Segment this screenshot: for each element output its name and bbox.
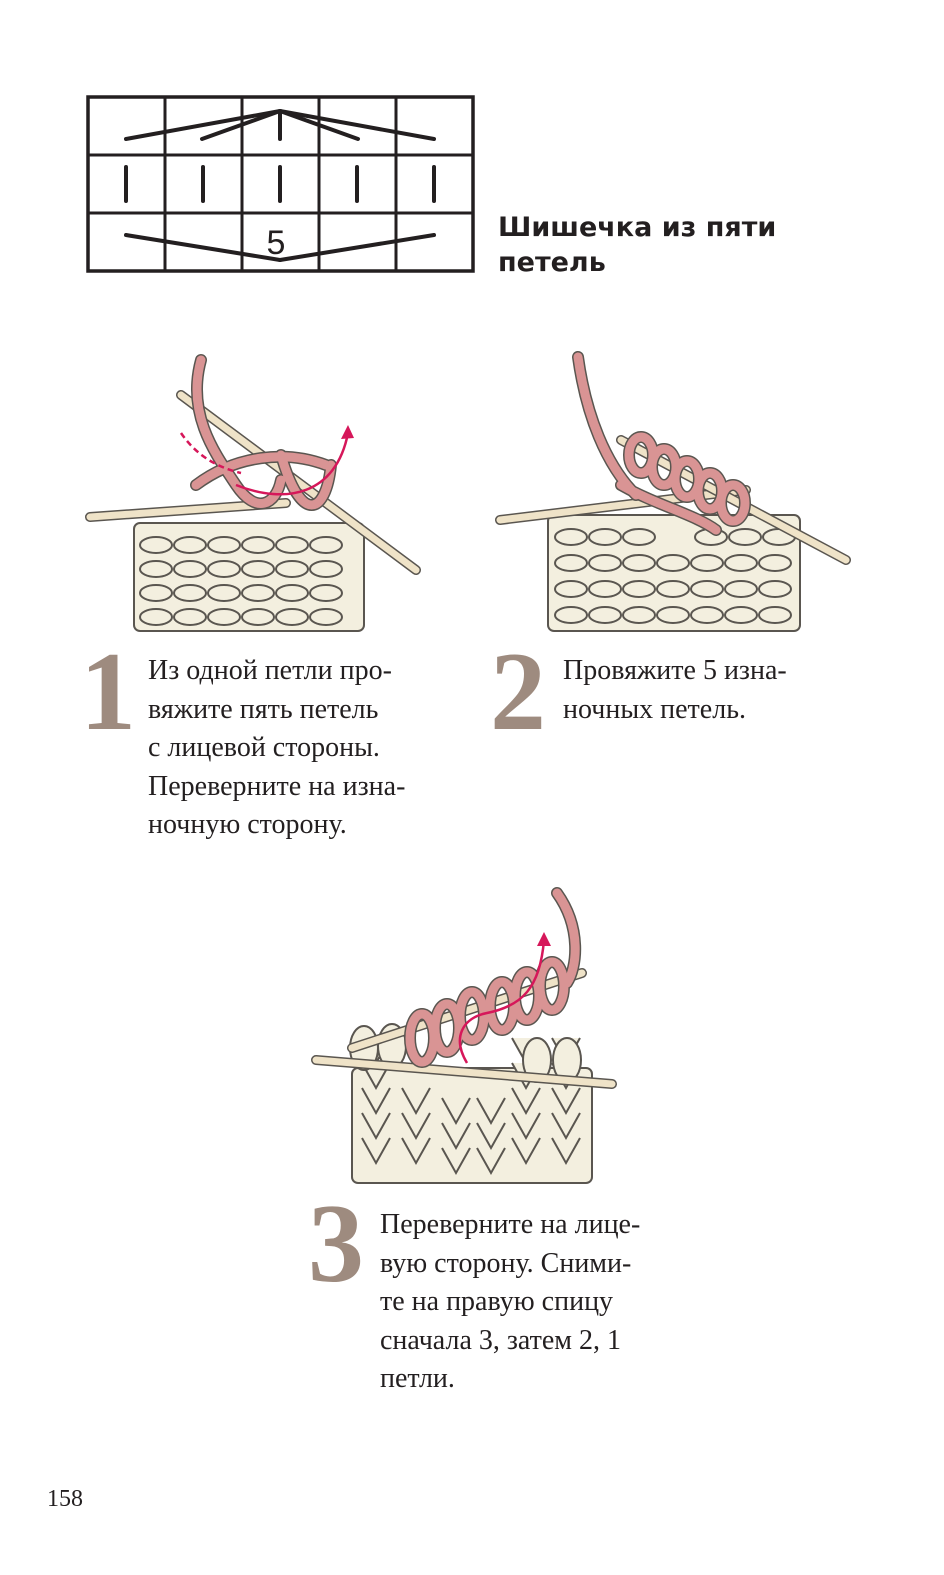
step-3-line: Переверните на лице-: [380, 1209, 641, 1240]
step-3-line: петли.: [380, 1363, 455, 1394]
step-3-illustration: [311, 887, 617, 1184]
page-title-line: Шишечка из пяти: [498, 212, 777, 243]
step-1-line: Из одной петли про-: [148, 655, 392, 686]
step-1-text: Из одной петли про- вяжите пять петель с…: [148, 652, 405, 845]
step-2-text: Провяжите 5 изна- ночных петель.: [563, 652, 787, 729]
step-1-line: ночную сторону.: [148, 809, 347, 840]
knitting-chart-grid: 5: [86, 95, 475, 273]
page-title-line: петель: [498, 247, 606, 278]
step-2-illustration: [495, 351, 851, 632]
page-title: Шишечка из пяти петель: [498, 210, 818, 280]
step-3-line: те на правую спицу: [380, 1286, 614, 1317]
step-2-line: Провяжите 5 изна-: [563, 655, 787, 686]
step-1-number: 1: [80, 630, 136, 754]
page-number: 158: [47, 1486, 83, 1512]
step-3-line: вую сторону. Сними-: [380, 1247, 632, 1279]
step-3-number: 3: [308, 1182, 364, 1306]
step-1-line: с лицевой стороны.: [148, 732, 380, 763]
step-1-line: вяжите пять петель: [148, 693, 379, 725]
step-1-illustration: [85, 354, 421, 632]
step-1-line: Переверните на изна-: [148, 770, 406, 802]
step-2-number: 2: [490, 630, 546, 754]
chart-symbol-number: 5: [267, 224, 286, 262]
step-3-text: Переверните на лице- вую сторону. Сними-…: [380, 1206, 640, 1399]
step-2-line: ночных петель.: [563, 693, 746, 725]
step-3-line: сначала 3, затем 2, 1: [380, 1324, 622, 1356]
